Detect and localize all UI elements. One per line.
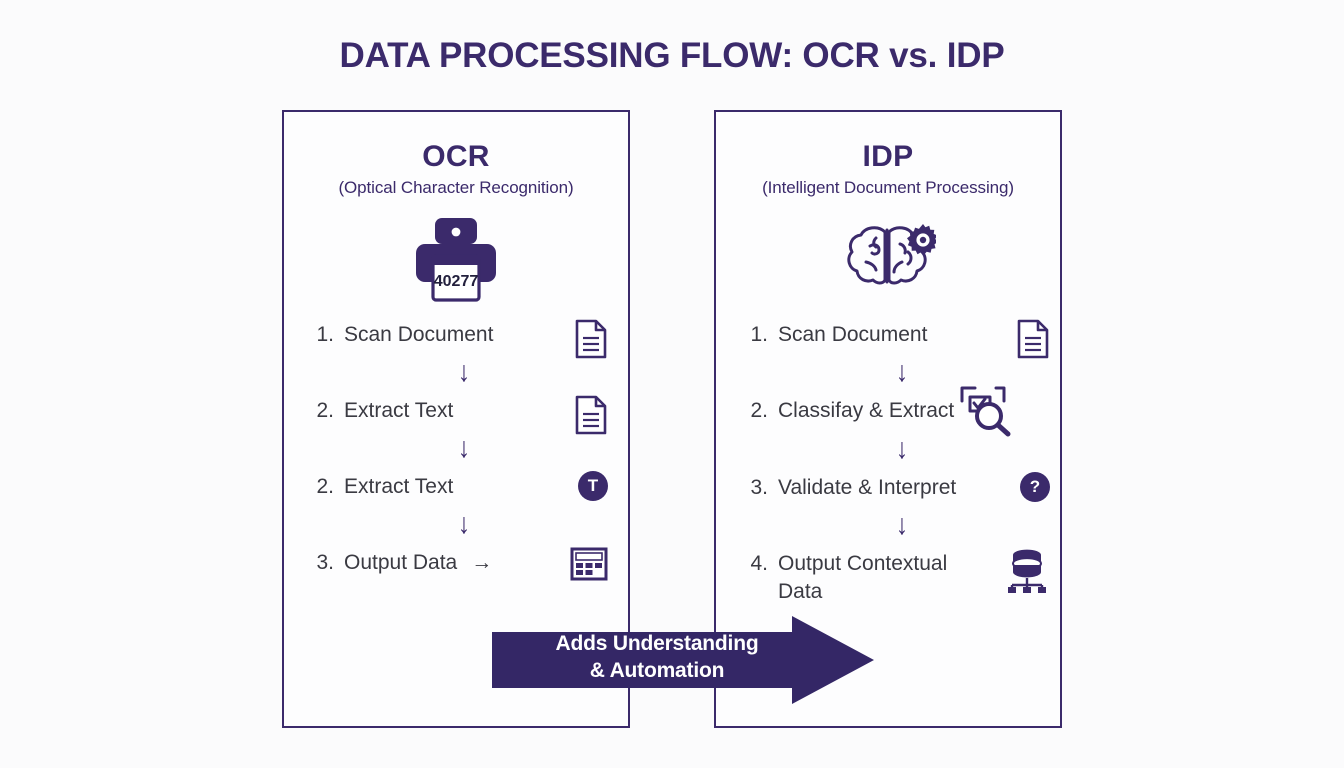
flow-arrow: ↓ [895, 508, 909, 542]
step-number: 2. [750, 399, 768, 422]
flow-arrow: ↓ [457, 355, 471, 389]
idp-step-list: 1. Scan Document ↓ 2. Classifay & Extrac… [716, 318, 1060, 606]
step-number: 2. [316, 399, 334, 422]
ocr-step-2: 2. Extract Text [300, 394, 608, 436]
banner-line-2: & Automation [589, 659, 725, 682]
step-label: Scan Document [778, 323, 928, 346]
step-number: 4. [750, 552, 768, 575]
panel-idp: IDP (Intelligent Document Processing) [714, 110, 1062, 728]
question-badge-icon: ? [1020, 471, 1050, 502]
ocr-step-1: 1. Scan Document [300, 318, 608, 360]
panel-idp-title: IDP [862, 140, 914, 173]
document-icon [574, 394, 608, 435]
step-label: Output Data [344, 551, 458, 574]
step-label: Extract Text [344, 475, 454, 498]
banner-line-1: Adds Understanding [555, 632, 759, 655]
step-label: Classifay & Extract [778, 399, 955, 422]
classify-magnifier-icon [958, 382, 1014, 437]
ocr-step-4: 3. Output Data → [300, 546, 608, 588]
flow-arrow: ↓ [895, 355, 909, 389]
step-number: 1. [750, 323, 768, 346]
printer-readout-value: 40277 [434, 273, 479, 290]
inline-right-arrow-icon: → [471, 551, 493, 574]
right-arrow-banner [492, 616, 874, 704]
step-number: 3. [316, 551, 334, 574]
banner-arrow: Adds Understanding & Automation [492, 616, 874, 704]
banner-text: Adds Understanding & Automation [492, 630, 822, 684]
flow-arrow: ↓ [895, 432, 909, 466]
idp-step-3: 3. Validate & Interpret ? [734, 471, 1050, 513]
panel-ocr-title: OCR [422, 140, 490, 173]
printer-scanner-icon: 40277 [284, 206, 628, 314]
brain-gear-icon [716, 206, 1060, 314]
step-label: Validate & Interpret [778, 476, 957, 499]
step-number: 1. [316, 323, 334, 346]
step-number: 2. [316, 475, 334, 498]
step-label: Output Contextual Data [778, 552, 948, 603]
table-icon [570, 546, 608, 581]
database-network-icon [1004, 547, 1050, 594]
ocr-step-3: 2. Extract Text T [300, 470, 608, 512]
panel-idp-subtitle: (Intelligent Document Processing) [762, 178, 1014, 197]
text-badge-icon: T [578, 470, 608, 501]
document-icon [1016, 318, 1050, 359]
step-label: Extract Text [344, 399, 454, 422]
panel-ocr-subtitle: (Optical Character Recognition) [338, 178, 574, 197]
step-label: Scan Document [344, 323, 494, 346]
question-badge-glyph: ? [1020, 472, 1050, 502]
document-icon [574, 318, 608, 359]
idp-step-4: 4. Output Contextual Data [734, 547, 1050, 606]
flow-arrow: ↓ [457, 507, 471, 541]
idp-step-1: 1. Scan Document [734, 318, 1050, 360]
idp-step-2: 2. Classifay & Extract [734, 386, 1050, 437]
ocr-step-list: 1. Scan Document ↓ 2. Extract Text [284, 318, 628, 588]
page-title: DATA PROCESSING FLOW: OCR vs. IDP [339, 36, 1005, 75]
flow-arrow: ↓ [457, 431, 471, 465]
panel-ocr: OCR (Optical Character Recognition) 4027… [282, 110, 630, 728]
text-badge-letter: T [578, 471, 608, 501]
step-number: 3. [750, 476, 768, 499]
